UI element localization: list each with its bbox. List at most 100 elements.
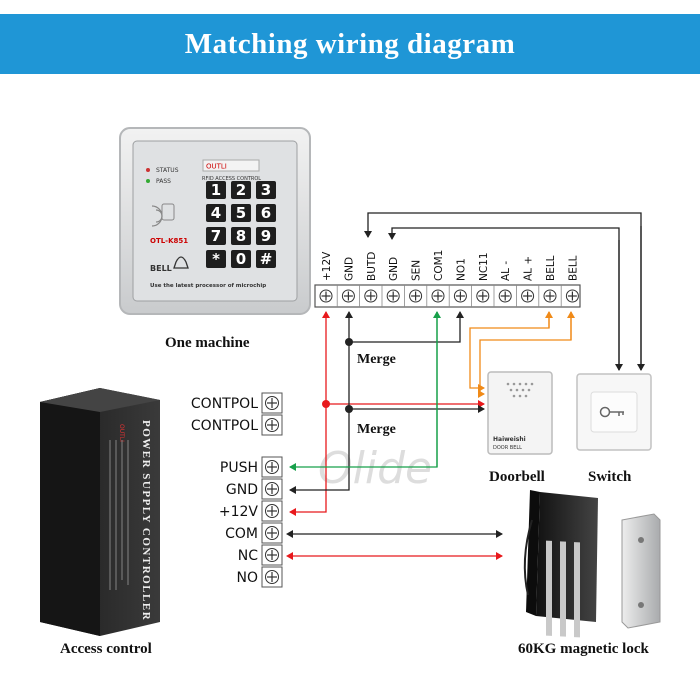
doorbell-brand-text: Haiweishi bbox=[493, 436, 526, 443]
lock-body bbox=[536, 492, 598, 622]
armature-plate bbox=[621, 513, 661, 629]
psu-side bbox=[40, 388, 100, 636]
keypad-key-label: 6 bbox=[261, 204, 271, 222]
junction-red bbox=[322, 400, 330, 408]
wire-no1 bbox=[349, 311, 464, 343]
keypad-key bbox=[231, 250, 251, 268]
psu-title-text: POWER SUPPLY CONTROLLER bbox=[140, 420, 152, 621]
contpol-terminal-label: CONTPOL bbox=[191, 396, 258, 412]
key-icon bbox=[599, 406, 624, 418]
label-doorbell: Doorbell bbox=[489, 469, 545, 485]
keypad-key-label: 9 bbox=[261, 227, 271, 245]
keypad-key bbox=[256, 227, 276, 245]
keypad-key bbox=[256, 204, 276, 222]
junction-black-1 bbox=[345, 405, 353, 413]
magnetic-lock-device bbox=[523, 490, 661, 638]
keypad-key-label: * bbox=[212, 250, 220, 268]
label-merge-1: Merge bbox=[357, 352, 396, 367]
keypad-key-label: # bbox=[260, 250, 273, 268]
title-bar: Matching wiring diagram bbox=[0, 14, 700, 74]
wire-12v-controller bbox=[289, 404, 327, 516]
title-banner: Matching wiring diagram bbox=[0, 0, 700, 88]
top-terminal-label: AL + bbox=[523, 256, 535, 281]
keypad-key-label: 5 bbox=[236, 204, 246, 222]
junction-black-2 bbox=[345, 338, 353, 346]
keypad-brand-text: OUTLI bbox=[206, 163, 227, 171]
label-magnetic-lock: 60KG magnetic lock bbox=[518, 641, 649, 657]
keypad-subtitle-text: RFID ACCESS CONTROL bbox=[202, 176, 261, 182]
keypad-key bbox=[231, 181, 251, 199]
keypad-key bbox=[231, 204, 251, 222]
controller-terminal-label: NC bbox=[238, 548, 258, 564]
controller-terminal-label: GND bbox=[226, 482, 258, 498]
keypad-key bbox=[206, 250, 226, 268]
doorbell-speaker-grille-icon bbox=[506, 382, 534, 398]
top-terminal-label: GND bbox=[388, 257, 400, 281]
keypad-key-label: 8 bbox=[236, 227, 246, 245]
top-terminal-label: GND bbox=[343, 257, 355, 281]
pass-led-icon bbox=[146, 179, 150, 183]
lock-strip-2 bbox=[560, 541, 566, 637]
doorbell-body bbox=[487, 371, 553, 455]
psu-spec-lines bbox=[109, 440, 129, 590]
keypad-key-label: 4 bbox=[211, 204, 221, 222]
label-access-control: Access control bbox=[60, 641, 152, 657]
lock-strip-1 bbox=[546, 540, 552, 636]
keypad-key-label: 2 bbox=[236, 181, 246, 199]
top-terminal-label: +12V bbox=[321, 251, 333, 281]
keypad-brand-plate bbox=[202, 159, 260, 172]
top-terminal-label: COM1 bbox=[433, 250, 445, 281]
keypad-key bbox=[206, 227, 226, 245]
power-supply-device: POWER SUPPLY CONTROLLER OUTLI bbox=[40, 388, 160, 636]
top-terminal-strip: +12V GND BUTD GND SEN COM1 NO1 NC11 AL - AL + BELL… bbox=[314, 250, 581, 308]
keypad-key bbox=[206, 204, 226, 222]
label-switch: Switch bbox=[588, 469, 632, 485]
controller-terminal-label: PUSH bbox=[220, 460, 258, 476]
keypad-key bbox=[256, 181, 276, 199]
controller-terminals: PUSH GND +12V COM NC NO bbox=[219, 456, 283, 588]
watermark-text: Olide bbox=[318, 443, 432, 494]
contpol-terminals: CONTPOL CONTPOL bbox=[191, 392, 283, 436]
label-merge-2: Merge bbox=[357, 422, 396, 437]
doorbell-device: Haiweishi DOOR BELL bbox=[487, 371, 553, 455]
plate-screw-icon bbox=[638, 537, 644, 543]
psu-brand-text: OUTLI bbox=[118, 424, 125, 442]
keypad-device: STATUS PASS OUTLI RFID ACCESS CONTROL OT… bbox=[119, 127, 311, 315]
top-terminal-label: SEN bbox=[411, 260, 423, 281]
lock-side bbox=[526, 490, 540, 616]
top-terminal-label: NO1 bbox=[455, 258, 467, 281]
keypad-key bbox=[231, 227, 251, 245]
lock-cable bbox=[523, 519, 533, 596]
label-one-machine: One machine bbox=[165, 335, 250, 351]
top-terminal-label: BELL bbox=[567, 255, 579, 281]
keypad-key bbox=[256, 250, 276, 268]
psu-top bbox=[40, 388, 160, 412]
plate-screw-icon bbox=[638, 602, 644, 608]
controller-terminal-label: COM bbox=[225, 526, 258, 542]
bell-icon bbox=[173, 256, 189, 269]
keypad-pass-text: PASS bbox=[156, 178, 171, 185]
top-terminal-block bbox=[314, 284, 581, 308]
keypad-key-label: 0 bbox=[236, 250, 246, 268]
keypad-bell-text: BELL bbox=[150, 264, 172, 273]
wire-gnd-controller bbox=[289, 342, 350, 494]
page-title: Matching wiring diagram bbox=[184, 27, 516, 60]
keypad-key bbox=[206, 181, 226, 199]
contpol-terminal-label: CONTPOL bbox=[191, 418, 258, 434]
controller-terminal-label: +12V bbox=[219, 504, 259, 520]
controller-terminal-label: NO bbox=[237, 570, 259, 586]
exit-switch-device bbox=[576, 373, 652, 451]
doorbell-device-text: DOOR BELL bbox=[493, 445, 522, 451]
card-reader-icon bbox=[151, 203, 175, 227]
status-led-icon bbox=[146, 168, 150, 172]
wires bbox=[286, 212, 645, 560]
keypad-key-label: 3 bbox=[261, 181, 271, 199]
top-terminal-label: AL - bbox=[500, 261, 512, 281]
lock-strip-3 bbox=[574, 542, 580, 638]
top-terminal-label: BUTD bbox=[366, 252, 378, 281]
keypad-key-label: 7 bbox=[211, 227, 221, 245]
top-terminal-label: NC11 bbox=[478, 252, 490, 281]
keypad-status-text: STATUS bbox=[156, 167, 179, 174]
